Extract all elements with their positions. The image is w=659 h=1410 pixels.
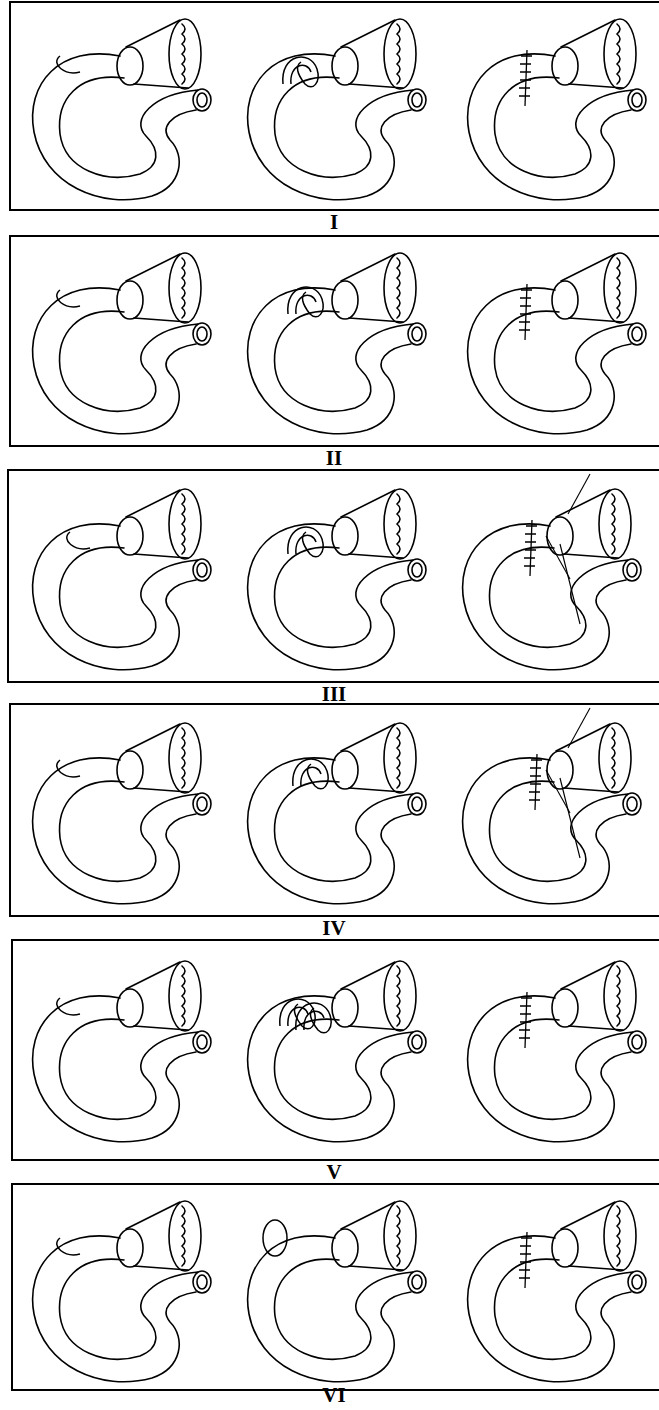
row-1 [33,19,646,200]
panel-numeral: I [330,212,338,233]
panel-numeral: V [326,1162,341,1183]
panel-numeral: IV [322,918,345,939]
row-3 [33,474,641,670]
panel-frames [8,2,659,1390]
row-4 [33,708,641,904]
row-6 [33,1201,646,1382]
panel-numeral: II [326,448,342,469]
panel-numeral: VI [322,1385,345,1406]
panel-numeral: III [322,684,347,705]
row-2 [33,253,646,434]
row-5 [33,961,646,1142]
